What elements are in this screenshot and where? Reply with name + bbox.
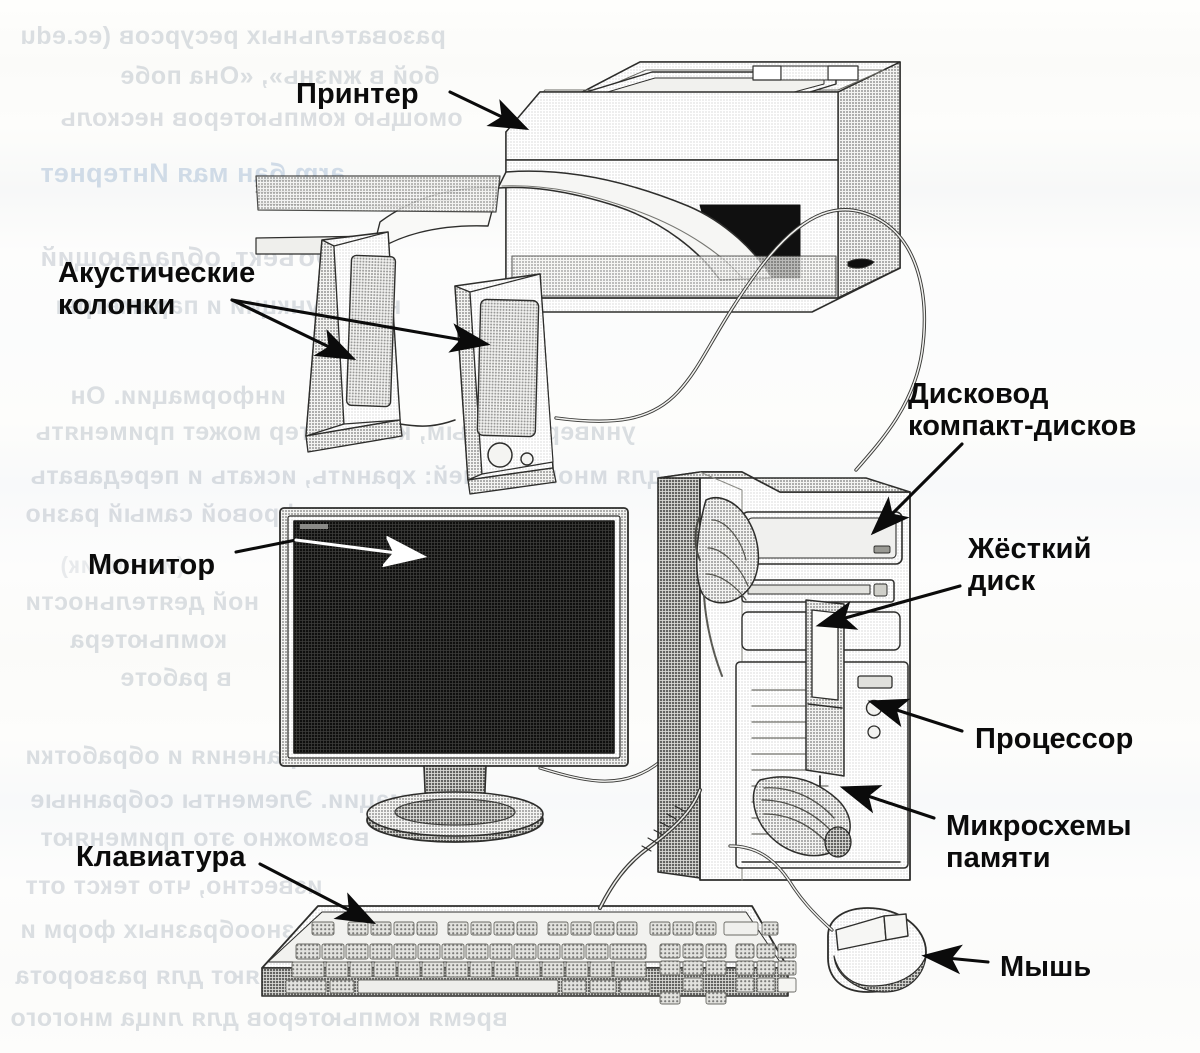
mouse-button-right	[883, 913, 909, 941]
printer-body	[255, 61, 901, 313]
mouse-cable	[728, 844, 834, 932]
keyboard-cable	[598, 788, 702, 910]
speaker-cable	[554, 208, 926, 472]
cd-drive-bay	[741, 511, 903, 565]
leader-printer	[448, 90, 530, 131]
leader-memory	[839, 785, 936, 820]
label-monitor: Монитор	[88, 549, 216, 581]
monitor-logo	[300, 524, 328, 529]
floppy-drive-bay	[741, 579, 895, 603]
label-cd-drive: Дисковод компакт-дисков	[908, 378, 1137, 443]
speaker-right	[454, 273, 557, 495]
leader-keyboard	[258, 862, 377, 925]
label-processor: Процессор	[975, 723, 1134, 755]
leader-mouse	[921, 944, 990, 975]
cd-eject-button	[873, 545, 891, 554]
speaker-volume-knob	[487, 442, 513, 468]
tower-cutaway-internals	[694, 497, 852, 858]
system-unit-tower	[657, 471, 911, 881]
leader-speaker-2	[230, 298, 491, 353]
keyboard-keys	[285, 921, 797, 1005]
label-mouse: Мышь	[1000, 951, 1092, 983]
label-printer: Принтер	[296, 78, 419, 110]
monitor-screen	[293, 520, 615, 754]
mouse-body	[827, 907, 927, 993]
memory-chips-inside-tower	[752, 776, 852, 858]
tower-power-switch	[857, 675, 893, 689]
label-memory: Микросхемы памяти	[946, 810, 1132, 875]
label-hard-disk: Жёсткий диск	[968, 533, 1092, 598]
label-speakers: Акустические колонки	[58, 257, 256, 322]
leader-monitor	[234, 540, 420, 556]
keyboard-cable-coil	[641, 805, 685, 852]
leader-cd-drive	[870, 442, 964, 536]
tower-reset-button	[867, 725, 881, 739]
monitor	[279, 507, 629, 843]
leader-hard-disk	[815, 584, 962, 630]
speaker-led	[520, 452, 534, 466]
speaker-link-cable	[399, 419, 456, 427]
label-keyboard: Клавиатура	[76, 841, 246, 873]
space-bar	[357, 979, 559, 994]
keyboard-body	[261, 905, 797, 1005]
leader-processor	[867, 698, 964, 733]
leader-speaker-1	[230, 298, 357, 361]
